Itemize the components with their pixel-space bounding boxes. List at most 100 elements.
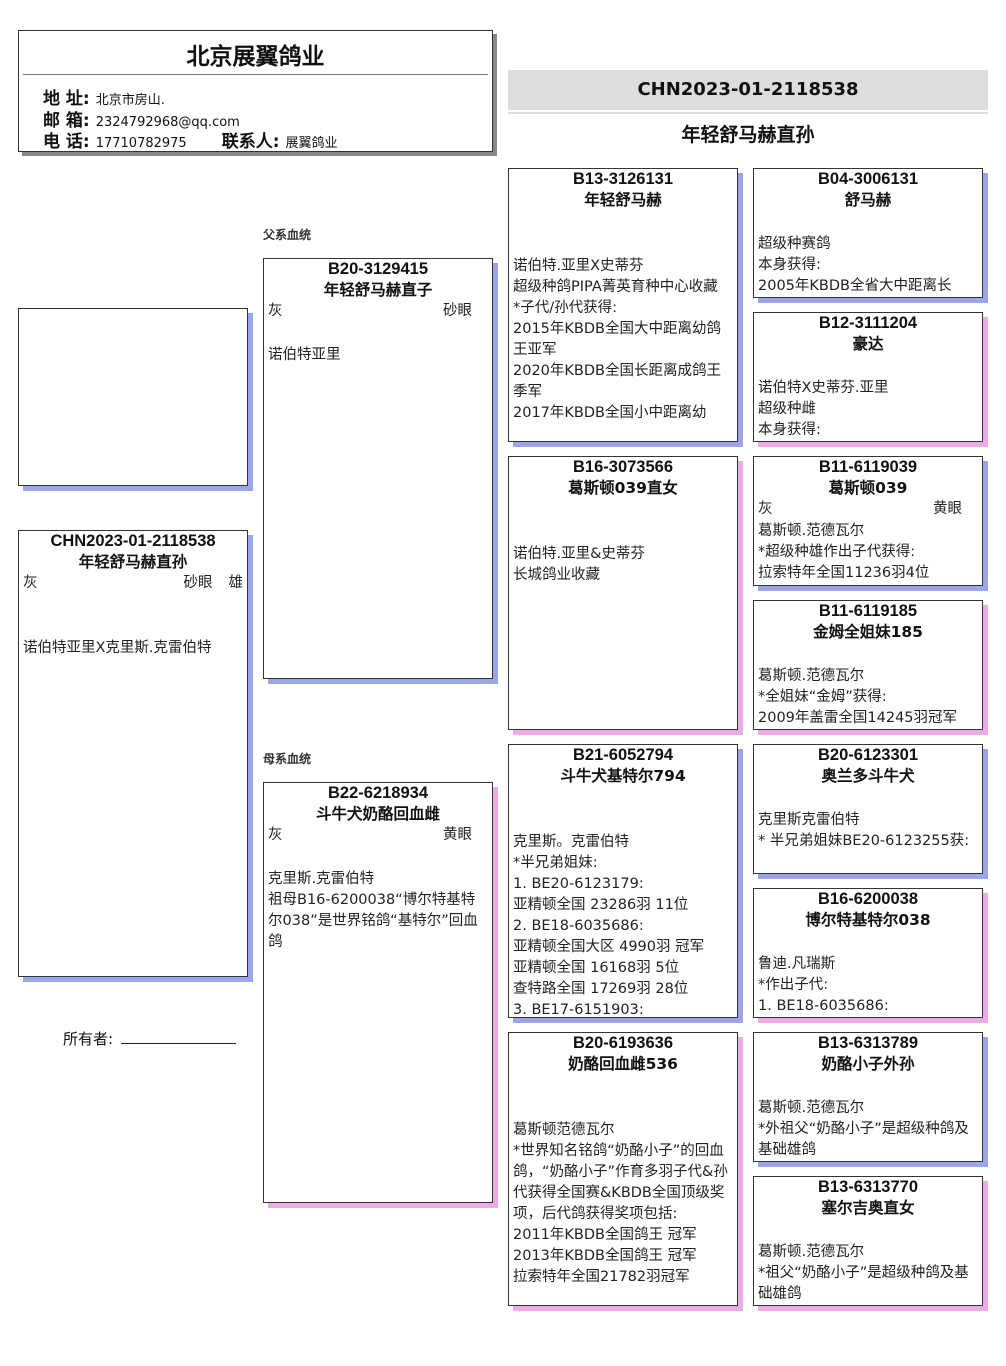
breeder-header: 北京展翼鸽业 地 址:北京市房山. 邮 箱:2324792968@qq.com … [18,30,493,152]
description-line: 诺伯特.亚里&史蒂芬 [513,546,645,562]
description-line: 克里斯.克雷伯特 [268,871,375,887]
bird-name: 舒马赫 [844,191,892,209]
color-eye-row: 灰黄眼 [268,825,488,846]
ring-number: CHN2023-01-2118538 [50,532,216,550]
color-eye-row: 灰黄眼 [758,499,978,520]
description-line: 超级种赛鸽 [758,236,831,252]
description-line: *世界知名铭鸽“奶酪小子”的回血鸽，“奶酪小子”作育多羽子代&孙代获得全国赛&K… [513,1143,728,1222]
description: 诺伯特亚里 [268,345,488,366]
description-line: 鲁迪.凡瑞斯 [758,956,836,972]
description-line: 超级种鸽PIPA菁英育种中心收藏 [513,279,718,295]
description-line: 克里斯。克雷伯特 [513,834,629,850]
description: 诺伯特.亚里X史蒂芬超级种鸽PIPA菁英育种中心收藏*子代/孙代获得:2015年… [513,256,733,424]
description-line: *祖父“奶酪小子”是超级种鸽及基础雄鸽 [758,1265,969,1302]
bird-name: 奶酪小子外孙 [821,1055,915,1073]
ring-number: B21-6052794 [573,746,673,764]
description-line: 2017年KBDB全国小中距离幼 [513,405,707,421]
description-line: 2015年KBDB全国大中距离幼鸽王亚军 [513,321,721,358]
bird-name: 年轻舒马赫直子 [323,281,433,299]
ring-number: B20-6123301 [818,746,918,764]
ring-number: B22-6218934 [328,784,428,802]
feather-color: 灰 [23,575,38,591]
ring-number: B11-6119039 [818,458,918,476]
email-row: 邮 箱: 2324792968@qq.com [43,106,240,131]
main-ring-band: CHN2023-01-2118538 [508,70,988,110]
pedigree-box-sire[interactable]: B20-3129415 年轻舒马赫直子灰 砂眼诺伯特亚里 [263,258,493,679]
ring-number: B12-3111204 [818,314,918,332]
bird-name: 金姆全姐妹185 [813,623,923,641]
description-line: 诺伯特亚里X克里斯.克雷伯特 [23,640,212,656]
ring-number: B20-6193636 [573,1034,673,1052]
bird-name: 豪达 [852,335,884,353]
email-label: 邮 箱: [43,111,90,131]
contact-value: 展翼鸽业 [285,136,338,151]
description-line: 查特路全国 17269羽 28位 [513,981,689,997]
eye-type: 黄眼 [443,827,472,843]
owner-signature-line[interactable] [121,1029,237,1044]
description-line: 亚精顿全国 16168羽 5位 [513,960,680,976]
description-line: 诺伯特亚里 [268,347,341,363]
description-line: *作出子代: [758,977,829,993]
description: 超级种赛鸽本身获得:2005年KBDB全省大中距离长 [758,234,978,297]
eye-sex: 黄眼 [933,499,962,520]
photo-box [18,308,248,486]
ring-number: B20-3129415 [328,260,428,278]
address-label: 地 址: [43,89,90,109]
color-eye-row: 灰 砂眼 [268,301,488,322]
description-line: 本身获得: [758,257,821,273]
description-line: 2011年KBDB全国鸽王 冠军 [513,1227,697,1243]
ring-number: B13-3126131 [573,170,673,188]
divider [23,74,488,75]
eye-sex: 砂眼 [443,301,472,322]
description: 诺伯特.亚里&史蒂芬长城鸽业收藏 [513,544,733,586]
address-value: 北京市房山. [95,93,165,108]
eye-type: 黄眼 [933,501,962,517]
dam-line-label: 母系血统 [263,752,312,766]
description: 诺伯特亚里X克里斯.克雷伯特 [23,638,243,659]
description-line: *半兄弟姐妹: [513,855,598,871]
eye-type: 砂眼 [183,575,213,591]
description-line: 诺伯特X史蒂芬.亚里 [758,380,889,396]
eye-type: 砂眼 [443,303,472,319]
description: 诺伯特X史蒂芬.亚里超级种雌本身获得: [758,378,978,441]
description-line: 祖母B16-6200038“博尔特基特尔038”是世界铭鸽“基特尔”回血鸽 [268,892,478,950]
sex: 雄 [228,575,244,591]
owner-field: 所有者: [63,1028,237,1049]
band-divider [508,112,988,114]
eye-sex: 砂眼雄 [184,573,244,594]
pedigree-box-ssd[interactable]: B12-3111204 豪达诺伯特X史蒂芬.亚里超级种雌本身获得: [753,312,983,442]
description-line: 长城鸽业收藏 [513,567,600,583]
ring-number: B16-6200038 [818,890,918,908]
description-line: 本身获得: [758,422,821,438]
description-line: 拉索特年全国11236羽4位 [758,565,930,581]
description-line: 葛斯顿.范德瓦尔 [758,523,865,539]
owner-label: 所有者: [63,1030,114,1048]
feather-color: 灰 [268,303,283,319]
description-line: 2013年KBDB全国鸽王 冠军 [513,1248,697,1264]
description-line: 超级种雌 [758,401,816,417]
description: 鲁迪.凡瑞斯 *作出子代: 1. BE18-6035686: [758,954,978,1017]
description-line: 亚精顿全国 23286羽 11位 [513,897,689,913]
phone-label: 电 话: [43,132,90,152]
ring-number: B04-3006131 [818,170,918,188]
description-line: 1. BE18-6035686: [758,998,889,1014]
email-value[interactable]: 2324792968@qq.com [95,115,240,130]
description: 克里斯克雷伯特* 半兄弟姐妹BE20-6123255获: [758,810,978,852]
description-line: 2. BE18-6035686: [513,918,644,934]
description-line: 2009年盖雷全国14245羽冠军 [758,710,958,726]
main-bird-name: 年轻舒马赫直孙 [681,124,815,146]
